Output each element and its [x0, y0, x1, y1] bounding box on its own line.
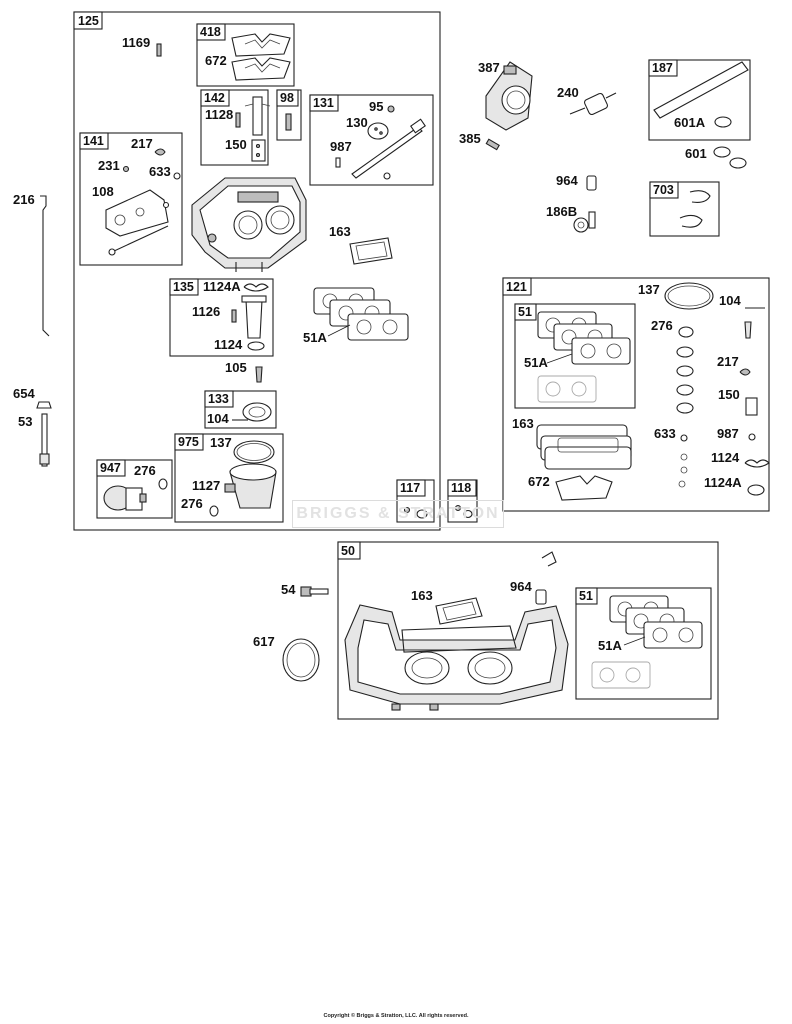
- label-385: 385: [459, 131, 481, 146]
- label-276-c: 276: [651, 318, 673, 333]
- label-1128: 1128: [205, 107, 233, 122]
- fuel-pump-387: [485, 61, 533, 131]
- group-131: 131 95 130 987: [309, 94, 434, 186]
- label-217-b: 217: [717, 354, 739, 369]
- group-51-manifold: 51 51A: [575, 587, 712, 700]
- label-633: 633: [149, 164, 171, 179]
- label-104-b: 104: [719, 293, 741, 308]
- label-137-b: 137: [638, 282, 660, 297]
- label-1127: 1127: [192, 478, 220, 493]
- label-95: 95: [369, 99, 383, 114]
- group-117-tag: 117: [400, 481, 420, 495]
- label-633-b: 633: [654, 426, 676, 441]
- carburetor-body: [191, 177, 307, 272]
- group-125-tag: 125: [78, 14, 99, 28]
- fitting-186B: [573, 211, 596, 233]
- group-133: 133 104: [204, 390, 277, 429]
- group-133-tag: 133: [208, 392, 229, 406]
- label-1126: 1126: [192, 304, 220, 319]
- ring-617: [282, 638, 320, 682]
- group-187-tag: 187: [652, 61, 673, 75]
- label-1169: 1169: [122, 35, 150, 50]
- group-142: 142 1128 150: [200, 89, 271, 166]
- group-121: 121 137 104 276 51 51A 217: [502, 277, 770, 512]
- label-672-b: 672: [528, 474, 550, 489]
- label-276-b: 276: [134, 463, 156, 478]
- label-601: 601: [685, 146, 707, 161]
- label-1124A-b: 1124A: [704, 475, 742, 490]
- group-418: 418 672: [196, 23, 295, 87]
- label-654: 654: [13, 386, 35, 401]
- label-105: 105: [225, 360, 247, 375]
- label-163: 163: [329, 224, 351, 239]
- label-51A-c: 51A: [598, 638, 622, 653]
- label-231: 231: [98, 158, 120, 173]
- group-118: 118: [447, 479, 478, 523]
- group-51-inner: 51 51A: [514, 303, 636, 409]
- group-187: 187 601A: [648, 59, 751, 141]
- group-947-tag: 947: [100, 461, 121, 475]
- group-418-tag: 418: [200, 25, 221, 39]
- label-240: 240: [557, 85, 579, 100]
- group-50: 50 163 964 51 51A: [337, 541, 719, 720]
- group-117: 117: [396, 479, 435, 523]
- intake-manifold: [344, 604, 569, 711]
- rod-216: [40, 195, 50, 337]
- label-137: 137: [210, 435, 232, 450]
- label-216: 216: [13, 192, 35, 207]
- brand-watermark: BRIGGS & STRATTON: [292, 500, 504, 528]
- group-51-b-tag: 51: [579, 589, 593, 603]
- label-53: 53: [18, 414, 32, 429]
- label-186B: 186B: [546, 204, 577, 219]
- group-703: 703: [649, 181, 720, 237]
- label-163-c: 163: [411, 588, 433, 603]
- group-121-tag: 121: [506, 280, 527, 294]
- group-135-tag: 135: [173, 280, 194, 294]
- label-108: 108: [92, 184, 114, 199]
- label-163-b: 163: [512, 416, 534, 431]
- fuel-filter-240: [569, 92, 617, 116]
- bolt-54: [300, 586, 329, 597]
- group-703-tag: 703: [653, 183, 674, 197]
- gasket-stack-163: [536, 424, 632, 470]
- shaft-53: [41, 413, 48, 467]
- label-150: 150: [225, 137, 247, 152]
- label-964: 964: [556, 173, 578, 188]
- copyright-notice: Copyright © Briggs & Stratton, LLC. All …: [323, 1013, 469, 1019]
- label-1124-b: 1124: [711, 450, 740, 465]
- label-987: 987: [330, 139, 352, 154]
- group-98: 98: [276, 89, 302, 141]
- gasket-stack-51A: [313, 287, 409, 341]
- group-50-tag: 50: [341, 544, 355, 558]
- group-98-tag: 98: [280, 91, 294, 105]
- label-217: 217: [131, 136, 153, 151]
- label-964-b: 964: [510, 579, 532, 594]
- label-987-b: 987: [717, 426, 739, 441]
- group-125: 125 1169 418 672 142 1128 150: [73, 11, 441, 531]
- group-141: 141 217 231 633 108: [79, 132, 183, 266]
- group-975: 975 137 1127 276: [174, 433, 284, 523]
- label-51A: 51A: [303, 330, 327, 345]
- label-387: 387: [478, 60, 500, 75]
- label-1124A: 1124A: [203, 279, 241, 294]
- label-617: 617: [253, 634, 275, 649]
- group-142-tag: 142: [204, 91, 225, 105]
- label-104: 104: [207, 411, 229, 426]
- label-1124: 1124: [214, 337, 243, 352]
- group-141-tag: 141: [83, 134, 104, 148]
- label-276: 276: [181, 496, 203, 511]
- label-150-b: 150: [718, 387, 740, 402]
- group-118-tag: 118: [451, 481, 471, 495]
- group-135: 135 1124A 1126 1124: [169, 278, 274, 357]
- label-51A-b: 51A: [524, 355, 548, 370]
- label-130: 130: [346, 115, 368, 130]
- label-601A: 601A: [674, 115, 706, 130]
- group-51-tag: 51: [518, 305, 532, 319]
- group-131-tag: 131: [313, 96, 334, 110]
- label-672: 672: [205, 53, 227, 68]
- group-947: 947 276: [96, 459, 173, 519]
- label-54: 54: [281, 582, 296, 597]
- group-975-tag: 975: [178, 435, 199, 449]
